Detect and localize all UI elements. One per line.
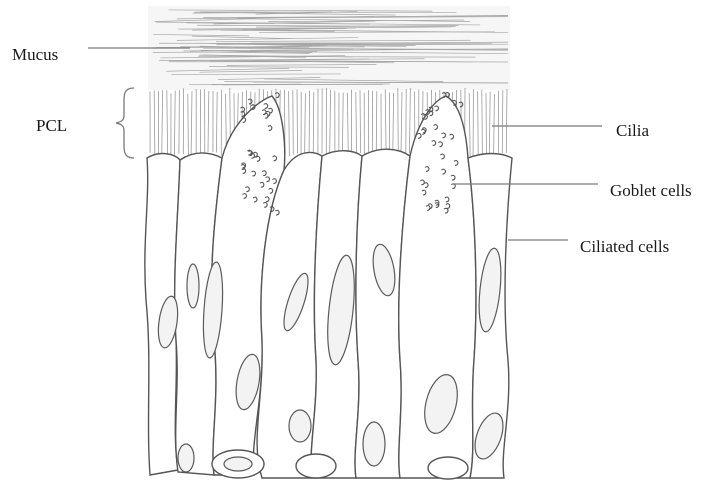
cilium	[409, 88, 410, 153]
epithelial-cells	[145, 96, 512, 479]
cilium	[360, 90, 361, 153]
mucus-layer	[148, 6, 510, 90]
cilium	[494, 94, 495, 155]
cilium	[469, 93, 470, 157]
label-pcl: PCL	[36, 116, 67, 135]
label-cilia: Cilia	[616, 121, 650, 140]
cilium	[216, 92, 217, 153]
nucleus	[289, 410, 311, 442]
cilium	[478, 91, 479, 155]
nucleus	[178, 444, 194, 472]
cilium	[309, 91, 310, 157]
cilium	[162, 90, 163, 153]
cilium	[208, 91, 209, 152]
cilium	[167, 90, 168, 156]
cilium	[305, 93, 306, 155]
pcl-bracket	[116, 88, 134, 158]
cilium	[347, 93, 348, 154]
cilium	[393, 93, 394, 153]
cilium	[342, 93, 343, 158]
nucleus	[363, 422, 385, 466]
cilium	[174, 91, 175, 158]
label-mucus: Mucus	[12, 45, 58, 64]
basal-cell	[296, 454, 336, 478]
label-ciliated-cells: Ciliated cells	[580, 237, 669, 256]
cilium	[376, 91, 377, 152]
cilium	[289, 91, 290, 156]
cilium	[385, 89, 386, 153]
cilium	[191, 91, 192, 155]
cilium	[188, 94, 189, 156]
cilium	[489, 92, 490, 157]
mucin-granule	[248, 99, 252, 104]
basal-cell	[428, 457, 468, 479]
cilium	[297, 90, 298, 154]
nucleus	[224, 457, 252, 471]
cilium	[506, 89, 507, 153]
cilium	[154, 90, 155, 156]
nucleus	[187, 264, 199, 308]
cilium	[330, 90, 331, 155]
cilium	[356, 92, 357, 154]
label-goblet-cells: Goblet cells	[610, 181, 692, 200]
cilium	[313, 92, 314, 156]
cilium	[401, 92, 402, 152]
cilium	[482, 90, 483, 157]
cilium	[179, 90, 180, 153]
